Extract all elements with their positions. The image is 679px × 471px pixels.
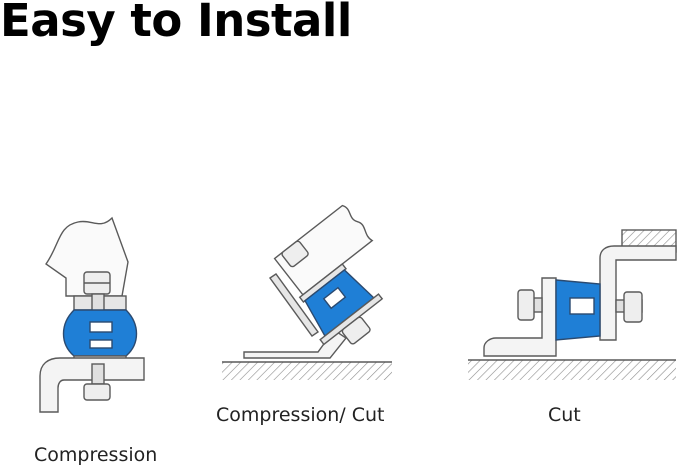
caption-compression: Compression: [34, 444, 158, 466]
upper-block-2: [273, 204, 374, 296]
bottom-nut: [83, 383, 111, 401]
compression-diagram: [39, 216, 145, 413]
rubber-mount: [62, 309, 138, 357]
cut-diagram: [468, 229, 677, 380]
page-title: Easy to Install: [0, 0, 352, 47]
right-bracket-3: [599, 245, 677, 341]
ground-3: [468, 360, 676, 380]
ground-2: [222, 362, 392, 380]
left-bracket-3: [483, 277, 557, 357]
caption-compression-cut: Compression/ Cut: [216, 404, 385, 426]
caption-cut: Cut: [548, 404, 581, 426]
bottom-nut-2: [341, 316, 371, 345]
left-nut-3: [517, 289, 535, 321]
base-bracket: [39, 357, 145, 413]
right-nut-3: [623, 291, 643, 323]
compression-cut-diagram: [222, 204, 392, 380]
top-nut-2: [281, 240, 309, 268]
